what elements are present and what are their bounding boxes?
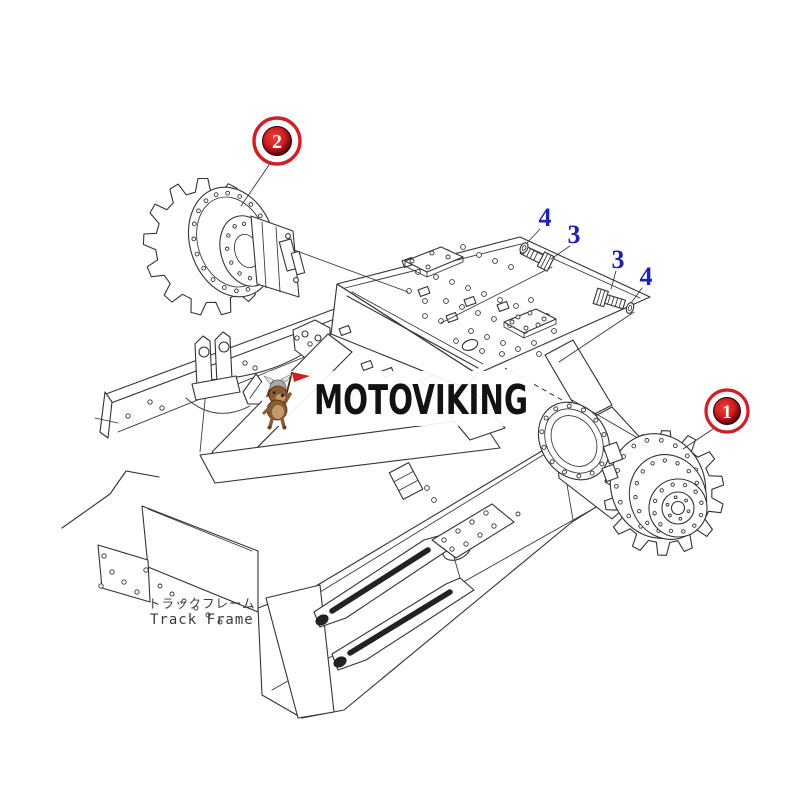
washer-4-left <box>519 242 529 254</box>
callout-2-number: 2 <box>272 131 282 153</box>
callout-1-number: 1 <box>722 402 732 423</box>
platform-bolt-holes <box>406 244 557 357</box>
part-label-3-left: 3 <box>568 220 581 249</box>
part-label-4-right: 4 <box>640 262 653 291</box>
caption-english: Track Frame <box>150 612 254 628</box>
watermark-bar <box>262 371 534 426</box>
rail-bracket <box>388 462 424 500</box>
final-drive-1-assembly <box>601 430 725 556</box>
travel-motor-2 <box>250 215 306 298</box>
alignment-lines <box>285 246 649 445</box>
center-platform <box>125 236 651 419</box>
caption-japanese: トラックフレーム <box>148 596 256 611</box>
left-subframe <box>61 470 259 625</box>
watermark-brand-text: MOTOVIKING <box>314 376 528 424</box>
watermark: MOTOVIKING <box>262 371 534 430</box>
callout-1-badge: 1 <box>704 388 750 434</box>
rail-bolt-holes <box>424 485 521 517</box>
part-label-4-left: 4 <box>539 203 552 232</box>
track-frame-drawing: トラックフレーム Track Frame <box>61 236 669 719</box>
viking-dog-mascot-icon <box>262 371 310 430</box>
final-drive-2-assembly <box>142 177 306 316</box>
washer-4-right <box>625 302 635 314</box>
callout-2-badge: 2 <box>252 116 302 166</box>
bolt-3-right <box>592 287 627 310</box>
label-leader-lines <box>240 161 717 450</box>
idler-guide-forks <box>265 503 515 719</box>
part-label-3-right: 3 <box>612 245 625 274</box>
